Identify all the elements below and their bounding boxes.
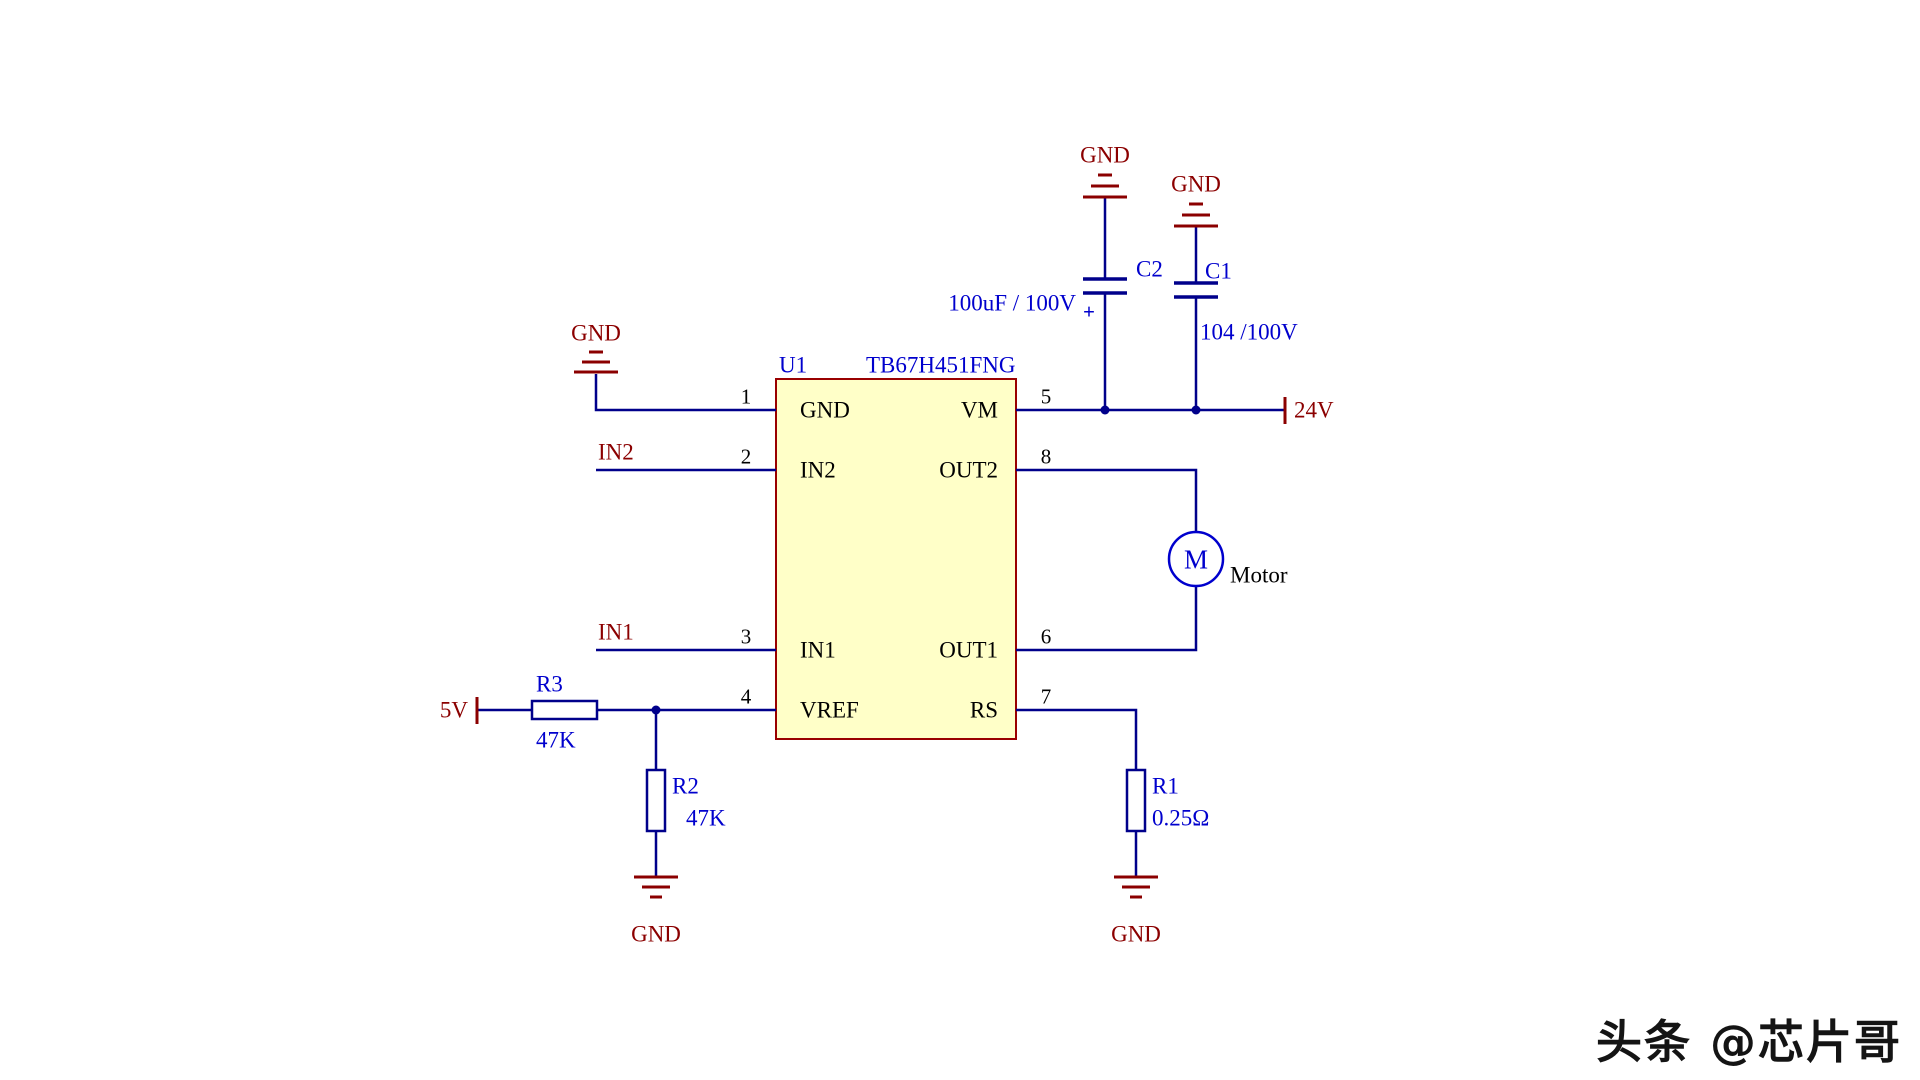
net-label-gnd-c1: GND [1171,171,1221,197]
wire-out2-to-motor [1016,468,1198,532]
pin-number-5: 5 [1040,384,1052,409]
pin-number-7: 7 [1040,684,1052,709]
resistor-r1-body [1125,768,1147,833]
pin-name-vref: VREF [800,697,859,723]
r3-value: 47K [536,727,576,753]
motor-symbol-letter: M [1183,544,1209,575]
ic-body [775,378,1017,740]
junction-dot-c1-vm [1191,405,1201,415]
pin-name-gnd: GND [800,397,850,423]
resistor-r3-body [530,699,599,721]
pin-number-1: 1 [740,384,752,409]
ic-part-number: TB67H451FNG [866,352,1016,378]
r1-value: 0.25Ω [1152,805,1210,831]
gnd-symbol-c2 [1083,173,1127,199]
r1-refdes: R1 [1152,773,1179,799]
c2-value: 100uF / 100V [948,290,1076,316]
motor-label: Motor [1230,562,1288,588]
net-label-gnd-left: GND [571,320,621,346]
wire-out1-to-motor [1016,586,1198,652]
pin-number-8: 8 [1040,444,1052,469]
ic-refdes: U1 [779,352,808,378]
watermark-text: 头条 @芯片哥 [1595,1015,1902,1069]
wire-set [477,197,1285,877]
c1-refdes: C1 [1205,258,1232,284]
net-label-24v: 24V [1294,397,1334,423]
net-label-in2: IN2 [598,439,634,465]
pin-name-in1: IN1 [800,637,836,663]
wire-gnd-to-pin1 [594,374,776,412]
pin-name-in2: IN2 [800,457,836,483]
gnd-symbol-r2 [634,875,678,899]
pin-name-vm: VM [960,397,998,423]
wire-rs-to-r1 [1016,708,1138,770]
r3-refdes: R3 [536,671,563,697]
motor-circle [1167,530,1225,588]
c1-value: 104 /100V [1200,319,1298,345]
net-label-gnd-r1: GND [1111,921,1161,947]
net-label-gnd-c2: GND [1080,142,1130,168]
c2-polarity-plus: + [1083,299,1095,324]
junction-dot-vref [651,705,661,715]
resistor-r2-body [645,768,667,833]
pin-name-out2: OUT2 [939,457,998,483]
pin-number-2: 2 [740,444,752,469]
net-label-5v: 5V [439,697,468,723]
gnd-symbol-r1 [1114,875,1158,899]
pin-number-6: 6 [1040,624,1052,649]
net-label-gnd-r2: GND [631,921,681,947]
pin-number-4: 4 [740,684,752,709]
r2-refdes: R2 [672,773,699,799]
c2-refdes: C2 [1136,256,1163,282]
r2-value: 47K [686,805,726,831]
gnd-symbol-c1 [1174,202,1218,228]
net-label-in1: IN1 [598,619,634,645]
junction-dot-c2-vm [1100,405,1110,415]
pin-name-rs: RS [969,697,998,723]
pin-name-out1: OUT1 [939,637,998,663]
pin-number-3: 3 [740,624,752,649]
gnd-symbol-left [574,350,618,374]
